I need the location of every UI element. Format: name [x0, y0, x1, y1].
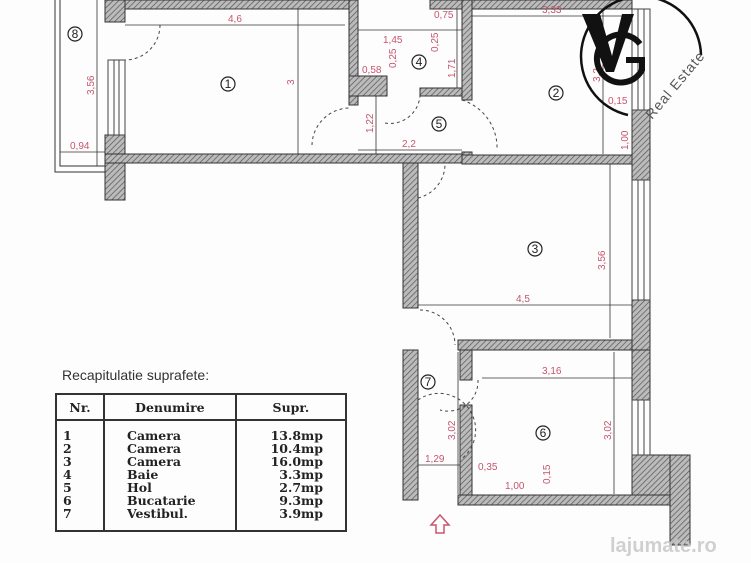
room-numbers — [67, 26, 564, 441]
svg-text:0,25: 0,25 — [430, 32, 441, 52]
room-7-label: 7 — [425, 375, 432, 389]
svg-text:3,16: 3,16 — [542, 366, 562, 377]
logo-monogram-v — [582, 14, 634, 72]
room-8-label: 8 — [72, 27, 79, 41]
dimension-lines — [60, 0, 632, 494]
logo-monogram-g — [593, 31, 645, 86]
col-nr: Nr. — [55, 393, 105, 421]
room-4-label: 4 — [416, 55, 423, 69]
svg-text:0,15: 0,15 — [608, 96, 628, 107]
svg-text:0,75: 0,75 — [434, 10, 454, 21]
summary-title: Recapitulatie suprafete: — [62, 367, 210, 383]
col-name: Denumire — [103, 393, 237, 421]
watermark: lajumate.ro — [610, 535, 717, 557]
col-area: Supr. — [234, 393, 348, 421]
svg-text:0,94: 0,94 — [70, 141, 90, 152]
arrow-up-icon — [429, 513, 451, 534]
doors — [124, 24, 498, 461]
svg-text:3,02: 3,02 — [447, 420, 458, 440]
svg-text:3: 3 — [286, 79, 297, 85]
svg-text:1,29: 1,29 — [425, 454, 445, 465]
svg-text:3,02: 3,02 — [603, 420, 614, 440]
svg-text:0,35: 0,35 — [478, 462, 498, 473]
svg-text:3,33: 3,33 — [542, 5, 562, 16]
svg-text:0,25: 0,25 — [388, 48, 399, 68]
dimension-labels: 4,6 3 3,56 0,94 1,45 0,75 0,25 1,71 0,58… — [70, 5, 631, 492]
svg-text:4,6: 4,6 — [228, 14, 242, 25]
svg-text:1,00: 1,00 — [620, 130, 631, 150]
room-5-label: 5 — [436, 117, 443, 131]
svg-text:3,56: 3,56 — [597, 250, 608, 270]
room-3-label: 3 — [532, 242, 539, 256]
svg-text:Real Estate: Real Estate — [642, 48, 708, 122]
svg-text:4,5: 4,5 — [516, 294, 530, 305]
room-6-label: 6 — [540, 426, 547, 440]
svg-text:1,45: 1,45 — [383, 35, 403, 46]
svg-text:1,22: 1,22 — [365, 113, 376, 133]
balcony-outline — [54, 0, 105, 173]
walls — [104, 0, 691, 546]
svg-text:3,56: 3,56 — [86, 75, 97, 95]
room-2-label: 2 — [553, 86, 560, 100]
svg-text:3,2: 3,2 — [592, 68, 603, 82]
svg-text:0,58: 0,58 — [362, 65, 382, 76]
svg-text:1,00: 1,00 — [505, 481, 525, 492]
svg-text:0,15: 0,15 — [542, 464, 553, 484]
room-1-label: 1 — [225, 77, 232, 91]
svg-text:1,71: 1,71 — [447, 58, 458, 78]
svg-text:2,2: 2,2 — [402, 139, 416, 150]
